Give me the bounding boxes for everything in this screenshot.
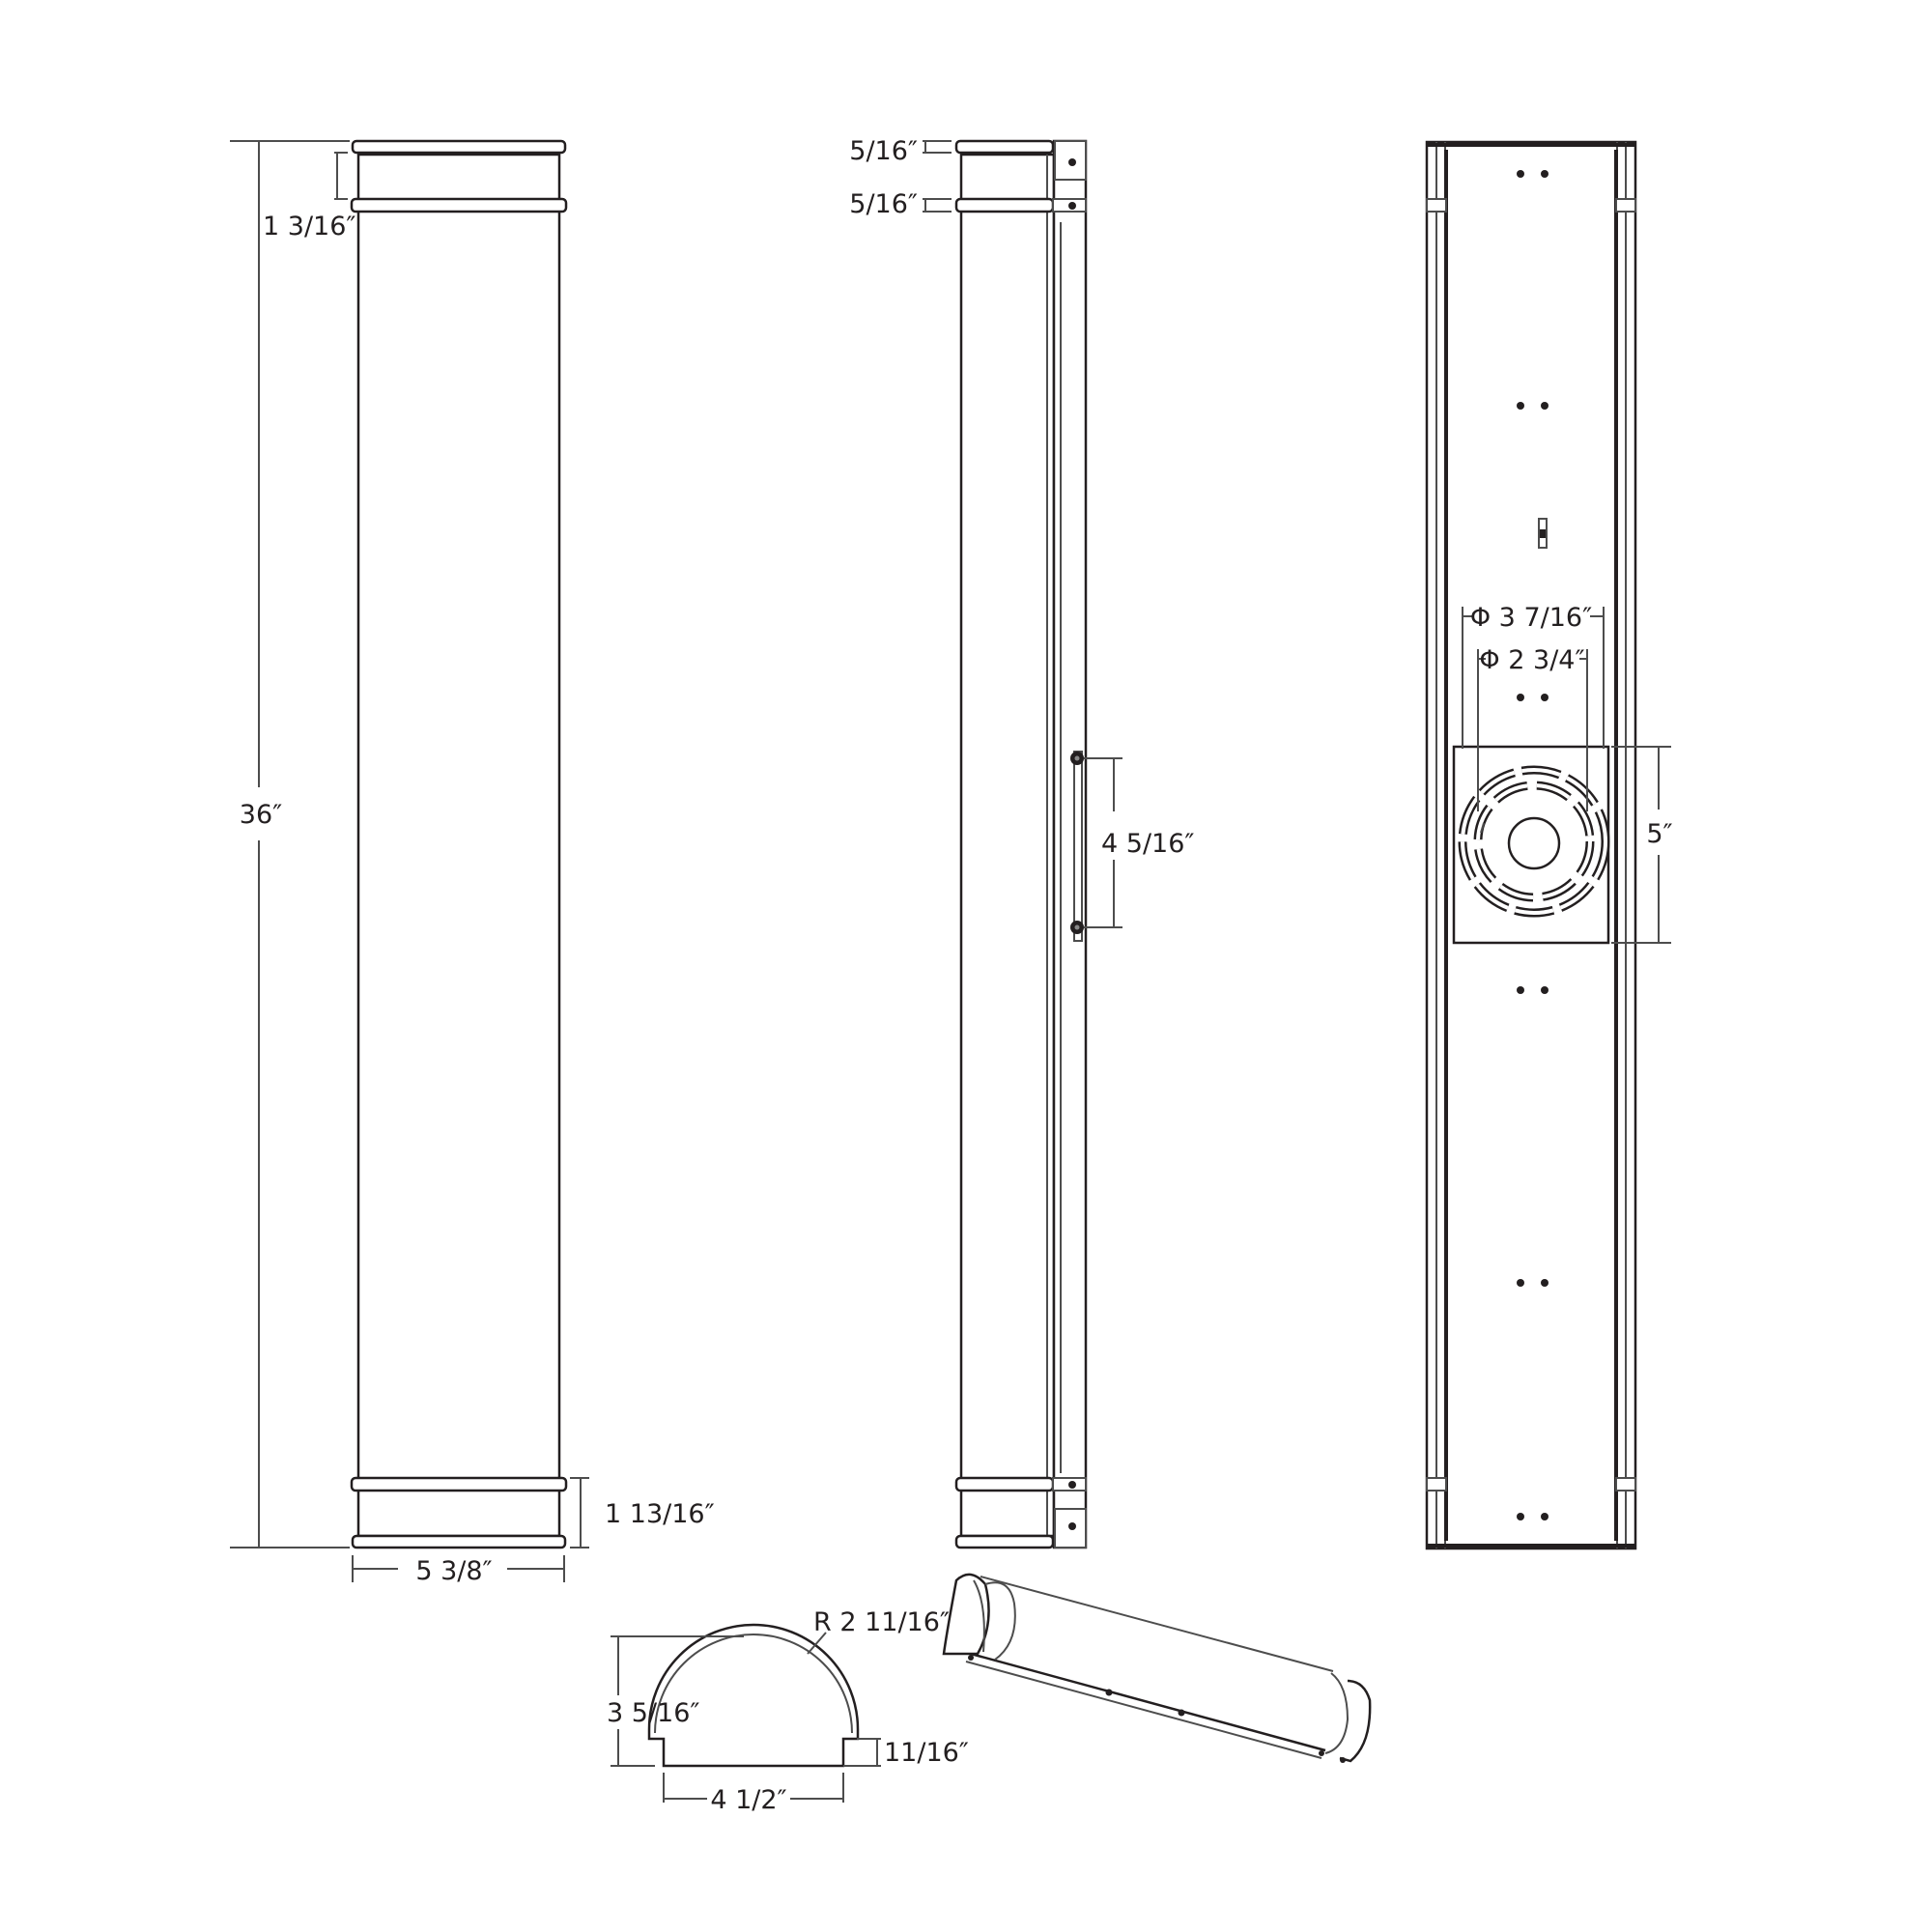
profile-height-label: 3 5/16″ xyxy=(607,1698,699,1728)
profile-view: R 2 11/16″ 3 5/16″ 11/16″ 4 1/2″ xyxy=(607,1607,969,1815)
front-view: 36″ 1 3/16″ 1 13/16″ 5 3/8″ xyxy=(230,139,715,1586)
radius-label: R 2 11/16″ xyxy=(813,1607,950,1637)
mount-screw-spacing-label: 4 5/16″ xyxy=(1101,829,1194,859)
top-cap-label: 5/16″ xyxy=(849,136,918,166)
back-view: Φ 3 7/16″ Φ 2 3/4″ 5″ xyxy=(1425,140,1673,1550)
mount-plate-height-label: 5″ xyxy=(1646,819,1672,849)
top-band-offset-label: 1 3/16″ xyxy=(263,212,355,242)
inner-diameter-label: Φ 2 3/4″ xyxy=(1479,645,1584,675)
side-view: 5/16″ 5/16″ 4 5/16″ xyxy=(849,136,1194,1549)
base-width-label: 4 1/2″ xyxy=(710,1785,786,1815)
top-band-label: 5/16″ xyxy=(849,189,918,219)
overall-height-label: 36″ xyxy=(240,800,282,830)
width-label: 5 3/8″ xyxy=(415,1556,492,1586)
outer-diameter-label: Φ 3 7/16″ xyxy=(1470,603,1592,633)
isometric-view xyxy=(942,1573,1372,1763)
bottom-band-offset-label: 1 13/16″ xyxy=(605,1499,715,1529)
step-height-label: 11/16″ xyxy=(884,1738,969,1768)
